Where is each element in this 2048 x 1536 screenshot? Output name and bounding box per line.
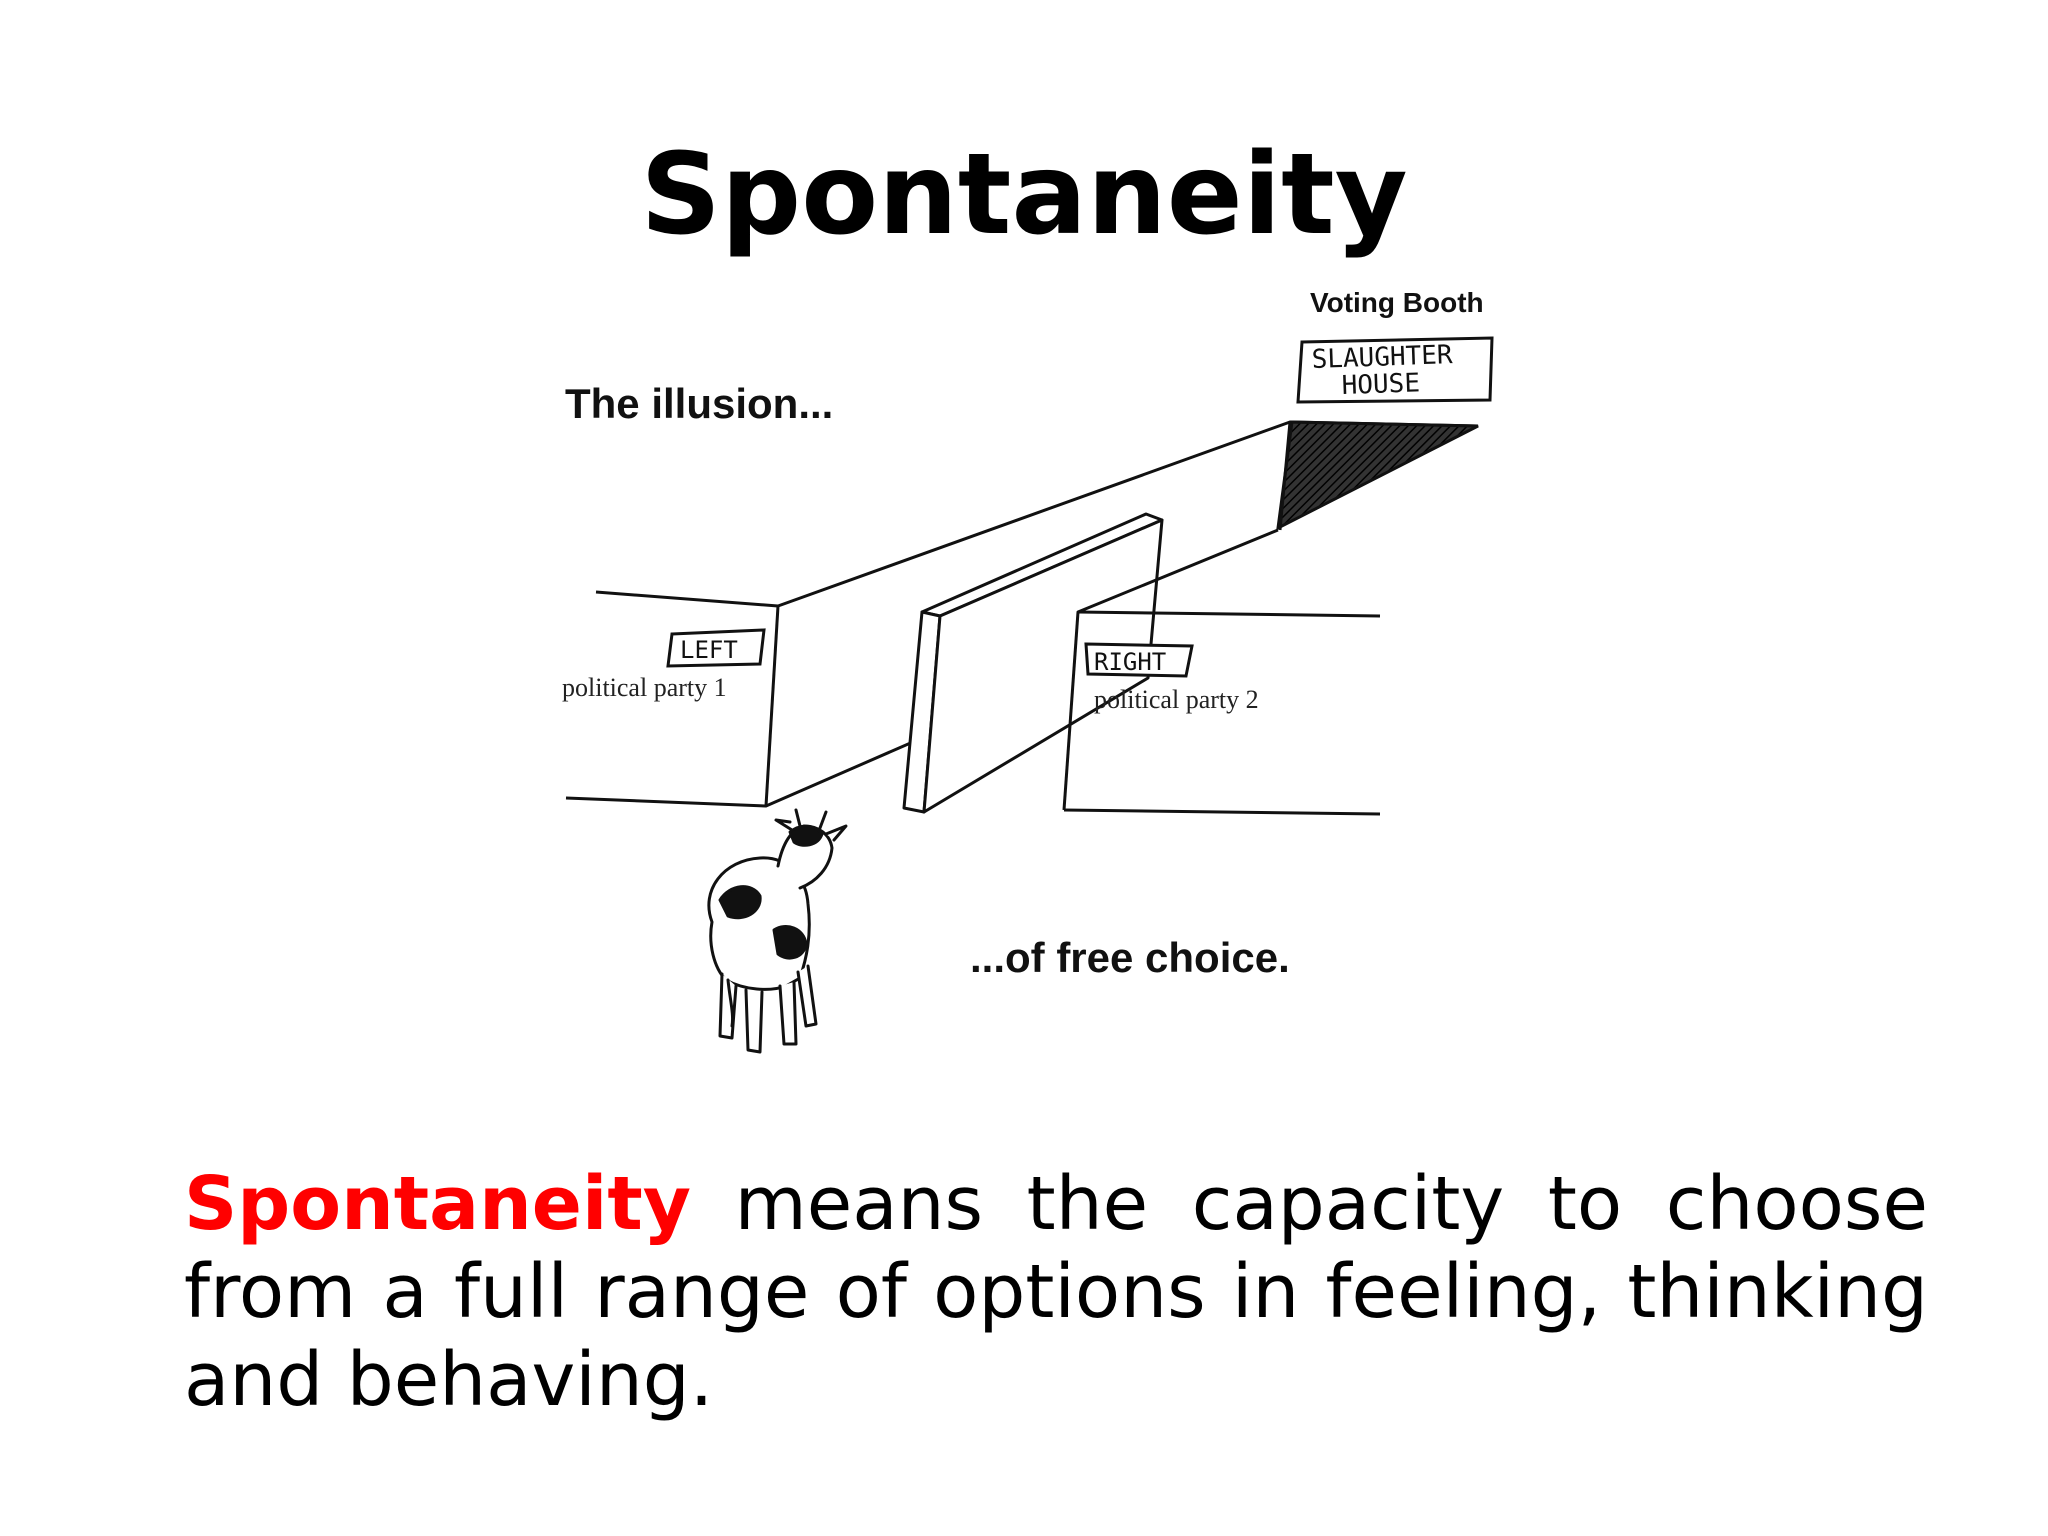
slaughterhouse-sign-line2: HOUSE <box>1341 368 1420 401</box>
right-party-label: political party 2 <box>1094 685 1259 714</box>
right-sign: RIGHT <box>1084 642 1194 678</box>
left-sign: LEFT <box>666 628 766 668</box>
bottom-caption: ...of free choice. <box>970 934 1290 981</box>
definition-term: Spontaneity <box>184 1161 691 1247</box>
left-party-label: political party 1 <box>562 673 727 702</box>
cow-drawing <box>707 808 848 1054</box>
right-sign-text: RIGHT <box>1094 648 1166 676</box>
slaughterhouse-sign-line1: SLAUGHTER <box>1311 340 1453 375</box>
slide-title: Spontaneity <box>640 130 1408 260</box>
definition-text: means the capacity to choose from a full… <box>184 1161 1928 1423</box>
definition-paragraph: Spontaneity means the capacity to choose… <box>184 1160 1928 1424</box>
left-wall <box>565 420 1479 808</box>
right-wall <box>1062 528 1381 816</box>
voting-booth-label: Voting Booth <box>1310 287 1484 318</box>
slaughterhouse-sign: SLAUGHTER HOUSE <box>1296 336 1494 404</box>
left-sign-text: LEFT <box>680 636 738 664</box>
slaughterhouse-doorway <box>1276 420 1479 531</box>
top-caption: The illusion... <box>565 380 833 427</box>
middle-divider <box>902 512 1164 814</box>
